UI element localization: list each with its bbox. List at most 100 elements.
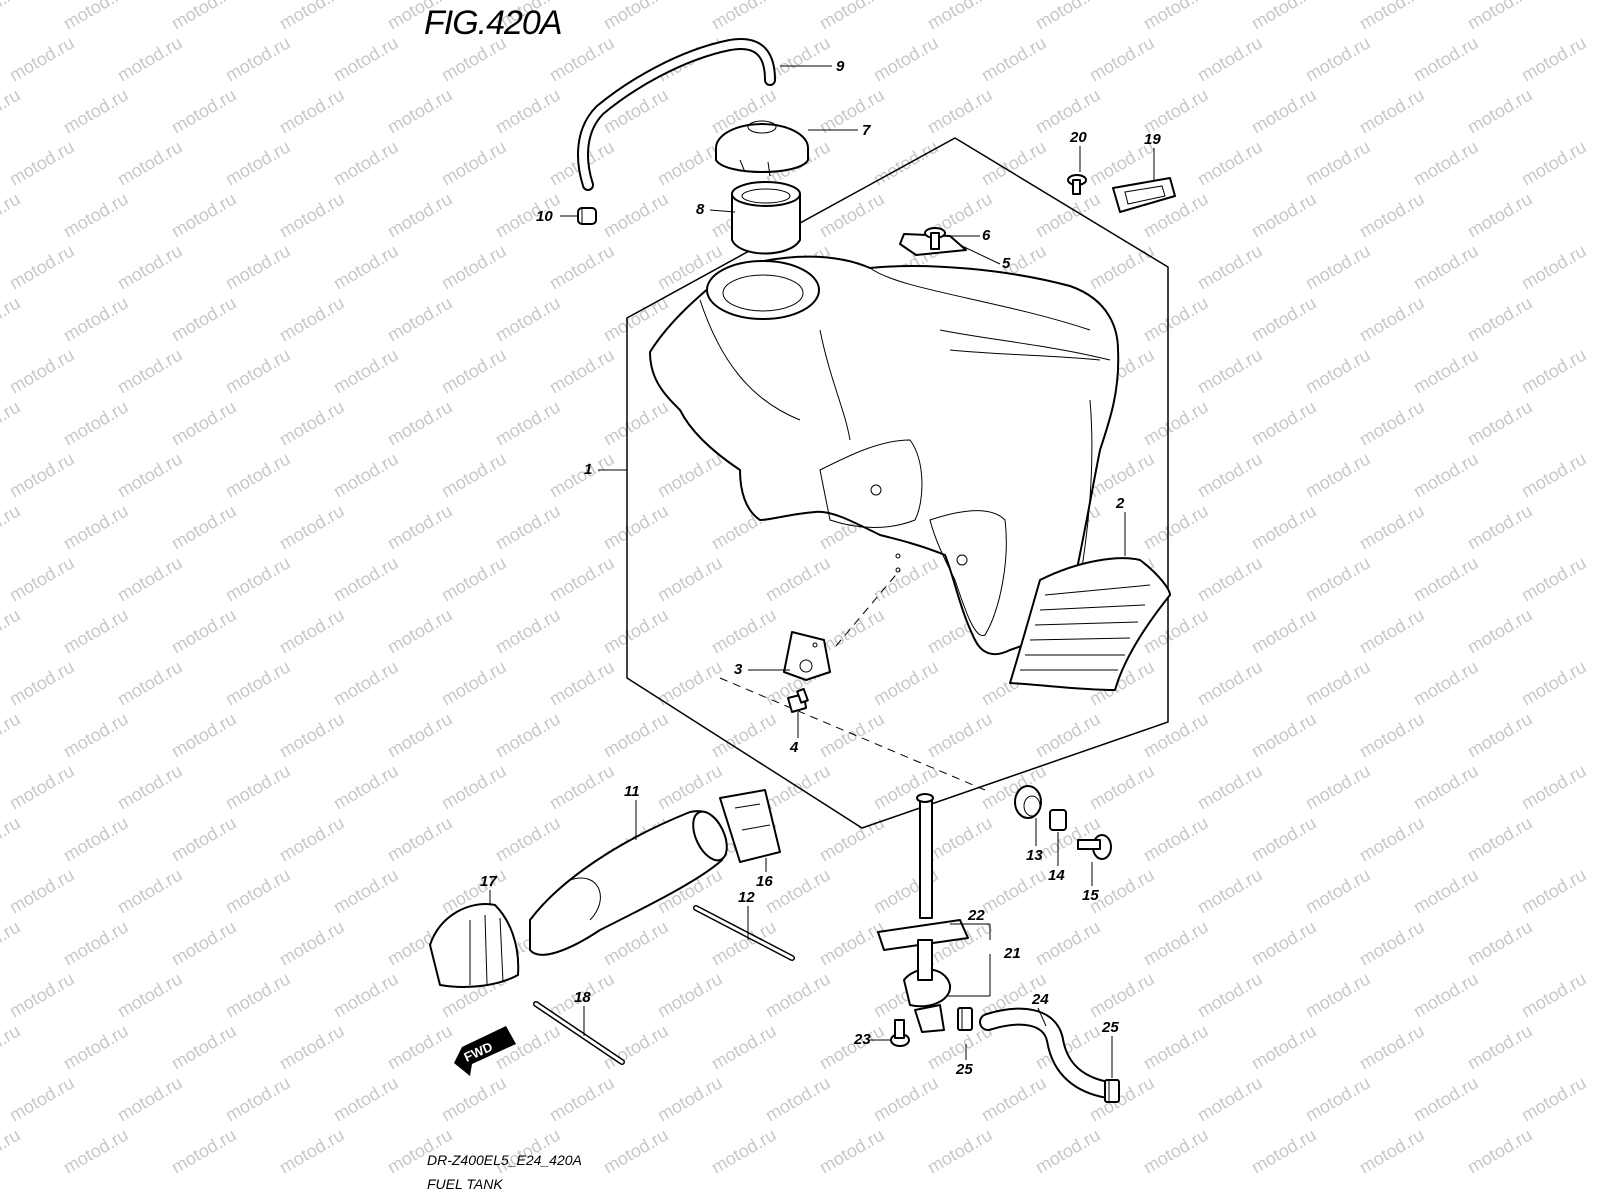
watermark-text: motod.ru: [0, 605, 24, 658]
watermark-text: motod.ru: [438, 345, 510, 398]
breather-hose[interactable]: [577, 38, 776, 191]
watermark-text: motod.ru: [1086, 33, 1158, 86]
watermark-text: motod.ru: [1356, 501, 1428, 554]
watermark-text: motod.ru: [762, 553, 834, 606]
callout-25-left: 25: [955, 1061, 973, 1078]
watermark-text: motod.ru: [6, 345, 78, 398]
watermark-text: motod.ru: [60, 1125, 132, 1178]
watermark-text: motod.ru: [60, 813, 132, 866]
rubber-cushion[interactable]: [1014, 785, 1042, 819]
mount-bolt-rear[interactable]: [1077, 834, 1112, 860]
watermark-text: motod.ru: [492, 709, 564, 762]
watermark-text: motod.ru: [6, 1073, 78, 1126]
watermark-text: motod.ru: [330, 553, 402, 606]
watermark-text: motod.ru: [384, 189, 456, 242]
watermark-text: motod.ru: [114, 137, 186, 190]
heat-shield-pad[interactable]: [1009, 557, 1171, 691]
watermark-text: motod.ru: [60, 501, 132, 554]
watermark-text: motod.ru: [1356, 709, 1428, 762]
watermark-text: motod.ru: [1248, 917, 1320, 970]
cover-clip[interactable]: [719, 789, 781, 863]
watermark-text: motod.ru: [330, 137, 402, 190]
watermark-text: motod.ru: [1464, 0, 1536, 33]
watermark-text: motod.ru: [1410, 657, 1482, 710]
watermark-text: motod.ru: [816, 1021, 888, 1074]
watermark-text: motod.ru: [0, 709, 24, 762]
watermark-text: motod.ru: [1464, 605, 1536, 658]
watermark-text: motod.ru: [978, 137, 1050, 190]
watermark-text: motod.ru: [816, 813, 888, 866]
watermark-text: motod.ru: [1248, 813, 1320, 866]
watermark-text: motod.ru: [546, 241, 618, 294]
filler-ring[interactable]: [731, 181, 801, 255]
watermark-text: motod.ru: [546, 761, 618, 814]
watermark-text: motod.ru: [1518, 1073, 1590, 1126]
fuel-cock-screw[interactable]: [890, 1019, 910, 1047]
hose-clip-right[interactable]: [1104, 1079, 1120, 1103]
strap-bolt[interactable]: [1067, 174, 1087, 195]
watermark-text: motod.ru: [1194, 553, 1266, 606]
callout-5: 5: [1002, 255, 1011, 272]
watermark-text: motod.ru: [654, 969, 726, 1022]
watermark-text: motod.ru: [654, 1073, 726, 1126]
watermark-text: motod.ru: [276, 917, 348, 970]
watermark-text: motod.ru: [1464, 917, 1536, 970]
watermark-text: motod.ru: [0, 0, 24, 33]
watermark-text: motod.ru: [60, 85, 132, 138]
callout-9: 9: [836, 58, 845, 75]
watermark-text: motod.ru: [546, 1073, 618, 1126]
fuel-cap[interactable]: [715, 120, 809, 177]
callout-22: 22: [967, 907, 985, 924]
watermark-text: motod.ru: [1248, 605, 1320, 658]
watermark-text: motod.ru: [276, 397, 348, 450]
rubber-damper[interactable]: [429, 903, 520, 988]
fuel-cock[interactable]: [877, 793, 969, 1033]
hose-clamp[interactable]: [577, 207, 597, 225]
fuel-tank[interactable]: [649, 255, 1120, 656]
bracket-bolt[interactable]: [924, 227, 946, 250]
watermark-text: motod.ru: [654, 761, 726, 814]
callout-23: 23: [853, 1031, 871, 1048]
watermark-text: motod.ru: [600, 85, 672, 138]
tank-strap[interactable]: [1112, 177, 1176, 213]
watermark-text: motod.ru: [438, 761, 510, 814]
watermark-text: motod.ru: [1140, 813, 1212, 866]
mount-bolt[interactable]: [787, 687, 809, 713]
watermark-text: motod.ru: [1248, 1021, 1320, 1074]
watermark-text: motod.ru: [816, 709, 888, 762]
watermark-text: motod.ru: [1302, 345, 1374, 398]
frame-cover[interactable]: [529, 807, 734, 956]
watermark-text: motod.ru: [60, 917, 132, 970]
hose-clip-left[interactable]: [957, 1007, 973, 1031]
watermark-text: motod.ru: [222, 761, 294, 814]
watermark-text: motod.ru: [762, 865, 834, 918]
watermark-text: motod.ru: [1518, 345, 1590, 398]
watermark-text: motod.ru: [1518, 969, 1590, 1022]
watermark-text: motod.ru: [1464, 709, 1536, 762]
watermark-text: motod.ru: [1140, 1125, 1212, 1178]
cable-tie-upper[interactable]: [693, 905, 795, 961]
watermark-text: motod.ru: [924, 85, 996, 138]
cable-tie-lower[interactable]: [533, 1001, 625, 1065]
watermark-text: motod.ru: [1464, 1125, 1536, 1178]
watermark-text: motod.ru: [492, 189, 564, 242]
watermark-text: motod.ru: [438, 137, 510, 190]
watermark-text: motod.ru: [222, 137, 294, 190]
watermark-text: motod.ru: [222, 969, 294, 1022]
watermark-text: motod.ru: [816, 0, 888, 33]
watermark-text: motod.ru: [1248, 85, 1320, 138]
mount-bracket[interactable]: [783, 631, 831, 681]
watermark-text: motod.ru: [1194, 761, 1266, 814]
watermark-text: motod.ru: [978, 33, 1050, 86]
callout-21: 21: [1003, 945, 1021, 962]
watermark-text: motod.ru: [492, 501, 564, 554]
watermark-text: motod.ru: [0, 501, 24, 554]
watermark-text: motod.ru: [1464, 397, 1536, 450]
callout-labels: 1 2 3 4 5 6 7 8 9 10 11 12 13 14 15 16 1…: [480, 58, 1161, 1078]
fuel-hose[interactable]: [979, 1007, 1117, 1099]
watermark-text: motod.ru: [600, 501, 672, 554]
spacer-collar[interactable]: [1049, 809, 1067, 831]
watermark-text: motod.ru: [114, 345, 186, 398]
watermark-text: motod.ru: [438, 553, 510, 606]
watermark-text: motod.ru: [924, 0, 996, 33]
